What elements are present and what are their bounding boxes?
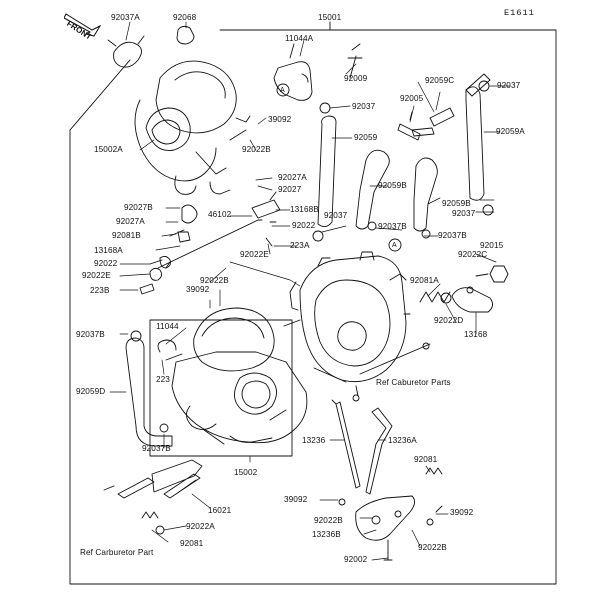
- bracket-13168B: [251, 191, 281, 219]
- part-number-label: 92022B: [418, 543, 447, 552]
- part-number-label: 13168B: [290, 205, 319, 214]
- choke-parts: [117, 459, 203, 499]
- part-number-label: 92081: [180, 539, 204, 548]
- part-number-label: 92005: [400, 94, 424, 103]
- part-number-label: 92037: [352, 102, 376, 111]
- part-number-label: 92022B: [314, 516, 343, 525]
- part-number-label: 92059A: [496, 127, 525, 136]
- part-number-label: 92022A: [186, 522, 215, 531]
- part-number-label: 15002: [234, 468, 258, 477]
- part-number-label: 39092: [284, 495, 308, 504]
- part-number-label: 92022E: [82, 271, 111, 280]
- holder-11044A: [273, 43, 313, 101]
- part-number-label: 92022: [292, 221, 316, 230]
- part-number-label: 13168A: [94, 246, 123, 255]
- part-number-label: 92081: [414, 455, 438, 464]
- nut-92015: [489, 265, 509, 283]
- hose-92059: [317, 115, 337, 227]
- part-number-label: 92037B: [142, 444, 171, 453]
- clamp-92037A: [107, 35, 145, 68]
- cap-92068: [176, 25, 195, 45]
- part-number-label: 92027B: [124, 203, 153, 212]
- part-number-label: 92059D: [76, 387, 106, 396]
- part-number-label: 92037: [497, 81, 521, 90]
- cable-13236A: [365, 407, 393, 495]
- part-number-label: 223: [156, 375, 170, 384]
- part-number-label: 92081A: [410, 276, 439, 285]
- rod-46102: [157, 219, 263, 269]
- hose-92059C: [429, 73, 491, 127]
- part-number-label: 92009: [344, 74, 368, 83]
- part-number-label: 15001: [318, 13, 342, 22]
- spring-92081A: [419, 291, 451, 303]
- group-outline-15002: [149, 319, 293, 457]
- part-number-label: 92027: [278, 185, 302, 194]
- lever-plate-13236B: [355, 495, 415, 541]
- part-number-label: 92068: [173, 13, 197, 22]
- part-number-label: 13236B: [312, 530, 341, 539]
- part-number-label: 92022B: [242, 145, 271, 154]
- part-number-label: 92015: [480, 241, 504, 250]
- part-number-label: 92037B: [76, 330, 105, 339]
- fitting-92005: [397, 111, 435, 141]
- diagram-code: E1611: [504, 8, 535, 18]
- part-number-label: 15002A: [94, 145, 123, 154]
- part-number-label: 39092: [186, 285, 210, 294]
- front-direction-tag: FRONT: [64, 12, 102, 42]
- part-number-label: 92027A: [116, 217, 145, 226]
- hose-92059B-right: [413, 157, 438, 232]
- part-number-label: 39092: [268, 115, 292, 124]
- part-number-label: 39092: [450, 508, 474, 517]
- reference-marker-a: A: [392, 242, 397, 249]
- spring-92081-right: [425, 467, 443, 475]
- part-number-label: 92027A: [278, 173, 307, 182]
- screw-92009: [347, 43, 363, 79]
- hose-92059A: [465, 86, 485, 201]
- part-number-label: 46102: [208, 210, 232, 219]
- float-chamber: [283, 251, 411, 397]
- part-number-label: 92059B: [378, 181, 407, 190]
- part-number-label: 92037B: [378, 222, 407, 231]
- part-number-label: 16021: [208, 506, 232, 515]
- part-number-label: 92081B: [112, 231, 141, 240]
- part-number-label: 92037: [452, 209, 476, 218]
- parts-cluster-left: [139, 204, 198, 295]
- part-number-label: 92022D: [434, 316, 464, 325]
- frame-outline: [69, 29, 557, 585]
- part-number-label: 92059: [354, 133, 378, 142]
- hose-92059D: [125, 337, 173, 447]
- ref-caburetor-parts-label: Ref Caburetor Parts: [376, 378, 451, 387]
- carburetor-15002: [157, 307, 308, 445]
- part-number-label: 92022B: [200, 276, 229, 285]
- part-number-label: 223A: [290, 241, 310, 250]
- part-number-label: 92037A: [111, 13, 140, 22]
- frame-top: [69, 59, 131, 131]
- ref-carburetor-part-label: Ref Carburetor Part: [80, 548, 154, 557]
- part-number-label: 11044A: [285, 34, 314, 43]
- part-number-label: 92022C: [458, 250, 488, 259]
- part-number-label: 92059B: [442, 199, 471, 208]
- part-number-label: 92037: [324, 211, 348, 220]
- cable-13236: [331, 399, 361, 489]
- plate-13168: [451, 287, 493, 313]
- part-number-label: 92002: [344, 555, 368, 564]
- spring-92081-left: [141, 511, 159, 519]
- hose-92059B-left: [355, 149, 390, 230]
- reference-marker-a: A: [280, 87, 285, 94]
- part-number-label: 13236A: [388, 436, 417, 445]
- part-number-label: 13168: [464, 330, 488, 339]
- carburetor-15002A: [134, 60, 251, 195]
- part-number-label: 92059C: [425, 76, 455, 85]
- part-number-label: 92022: [94, 259, 118, 268]
- part-number-label: 92022E: [240, 250, 269, 259]
- part-number-label: 13236: [302, 436, 326, 445]
- part-number-label: 223B: [90, 286, 110, 295]
- part-number-label: 92037B: [438, 231, 467, 240]
- part-number-label: 11044: [156, 322, 179, 331]
